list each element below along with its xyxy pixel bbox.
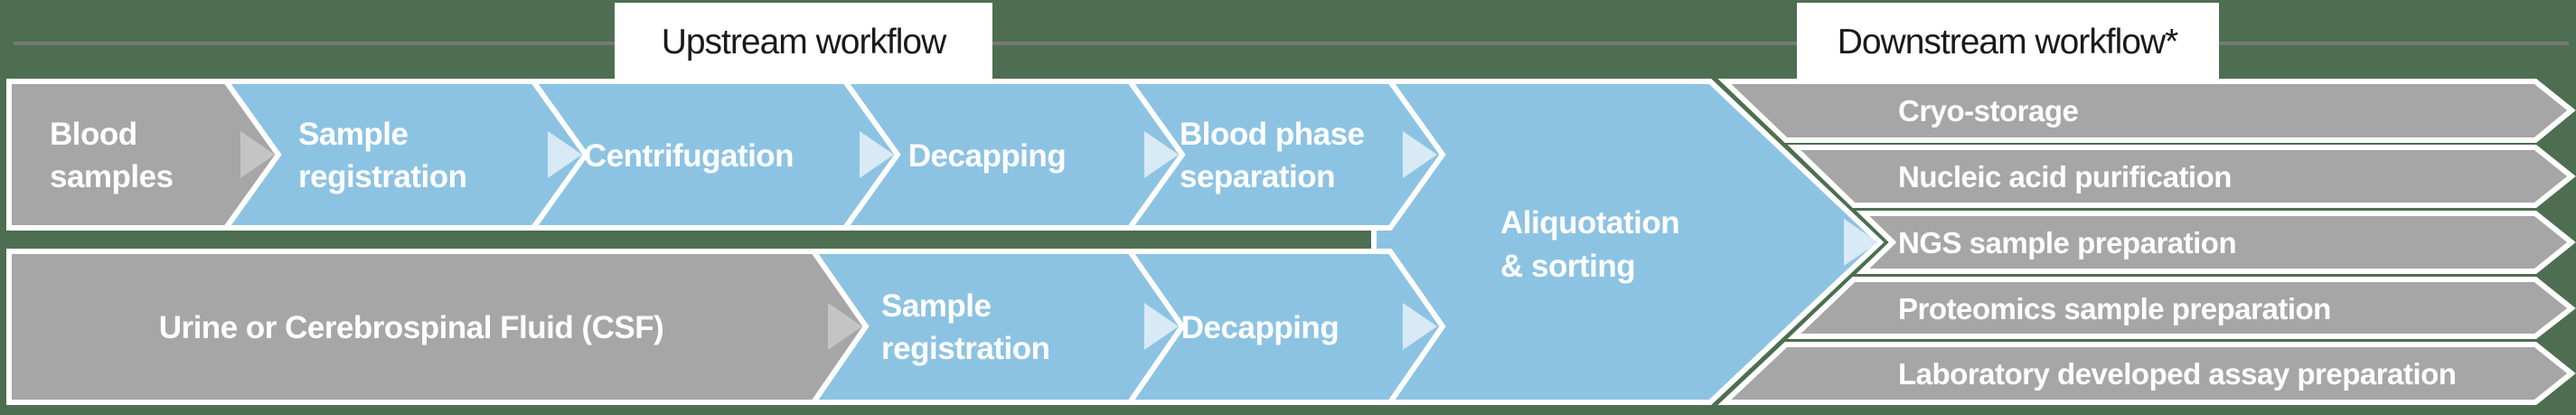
arrow-cryo-storage xyxy=(1717,79,2576,143)
label-sample-registration-row1-line2: registration xyxy=(298,159,467,194)
chevron-icon xyxy=(1403,131,1437,178)
chevron-icon xyxy=(860,131,894,178)
arrow-proteomics-sample-preparation xyxy=(1787,277,2576,339)
downstream-header-label: Downstream workflow* xyxy=(1838,23,2178,61)
label-blood-samples-line2: samples xyxy=(50,159,174,194)
label-blood-phase-separation-line2: separation xyxy=(1180,159,1335,194)
label-sample-registration-row1-line1: Sample xyxy=(298,117,409,152)
arrow-blood-samples xyxy=(6,79,282,231)
arrow-urine-csf xyxy=(6,249,870,405)
arrow-laboratory-developed-assay-preparation xyxy=(1717,342,2576,405)
label-decapping-row1: Decapping xyxy=(908,138,1066,174)
chevron-icon xyxy=(828,303,862,350)
label-sample-registration-row2-line2: registration xyxy=(881,331,1050,366)
chevron-icon xyxy=(240,131,275,178)
chevron-icon xyxy=(548,131,582,178)
label-blood-samples-line1: Blood xyxy=(50,117,137,152)
label-decapping-row2: Decapping xyxy=(1181,310,1339,345)
label-blood-phase-separation-line1: Blood phase xyxy=(1180,117,1365,152)
label-laboratory-developed-assay-preparation: Laboratory developed assay preparation xyxy=(1898,357,2456,391)
label-proteomics-sample-preparation: Proteomics sample preparation xyxy=(1898,292,2331,325)
label-aliquotation-line2: & sorting xyxy=(1500,249,1635,284)
upstream-header-box xyxy=(615,3,992,79)
upstream-header-label: Upstream workflow xyxy=(662,23,947,61)
label-sample-registration-row2-line1: Sample xyxy=(881,288,992,324)
chevron-icon xyxy=(1144,303,1179,350)
chevron-icon xyxy=(1844,219,1878,266)
label-ngs-sample-preparation: NGS sample preparation xyxy=(1898,226,2236,259)
label-centrifugation: Centrifugation xyxy=(584,138,794,174)
downstream-header-box xyxy=(1797,3,2219,79)
chevron-icon xyxy=(1403,303,1437,350)
label-urine-csf: Urine or Cerebrospinal Fluid (CSF) xyxy=(159,310,664,345)
chevron-icon xyxy=(1144,131,1179,178)
arrow-nucleic-acid-purification xyxy=(1787,145,2576,208)
label-nucleic-acid-purification: Nucleic acid purification xyxy=(1898,160,2232,193)
label-cryo-storage: Cryo-storage xyxy=(1898,94,2079,127)
arrow-ngs-sample-preparation xyxy=(1856,211,2576,274)
label-aliquotation-line1: Aliquotation xyxy=(1500,205,1679,241)
